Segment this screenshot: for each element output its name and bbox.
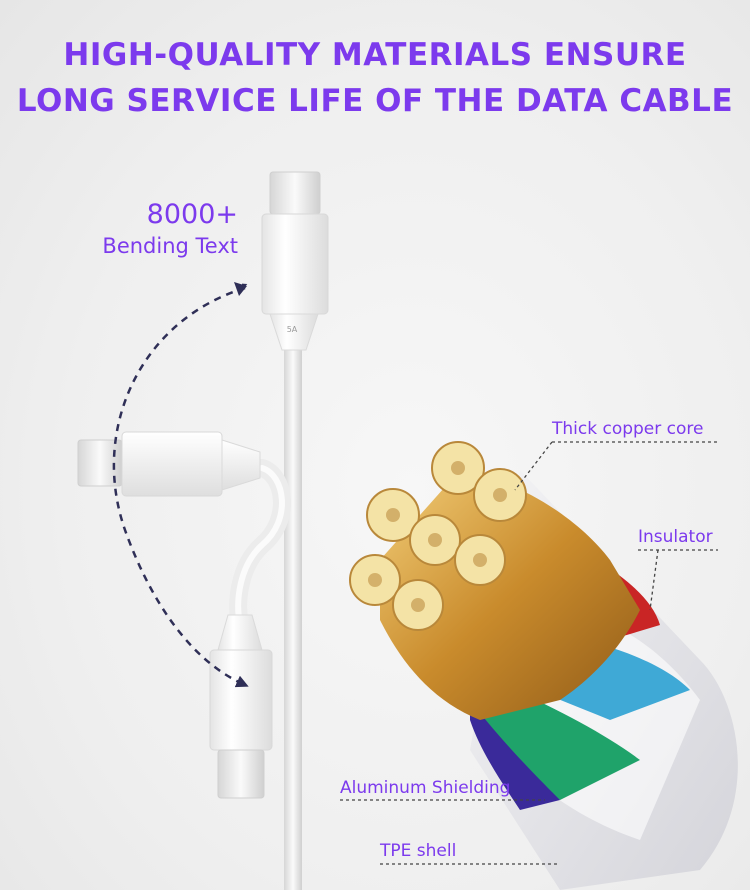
bottom-usb-c-connector	[209, 614, 273, 799]
insulator-purple	[470, 700, 560, 810]
insulator-callout-line	[638, 549, 718, 611]
headline-line-1: HIGH-QUALITY MATERIALS ENSURE	[63, 37, 687, 73]
tpe-shell-label: TPE shell	[380, 841, 457, 861]
arrow-head-top	[234, 282, 247, 296]
headline: HIGH-QUALITY MATERIALS ENSURE LONG SERVI…	[0, 32, 750, 124]
copper-core-label: Thick copper core	[552, 419, 704, 439]
headline-line-2: LONG SERVICE LIFE OF THE DATA CABLE	[16, 83, 734, 119]
middle-usb-c-connector	[77, 431, 261, 497]
copper-callout-line	[514, 441, 718, 491]
aluminum-shielding-label: Aluminum Shielding	[340, 778, 511, 798]
bending-label: Bending Text	[102, 234, 238, 258]
insulator-label: Insulator	[638, 527, 713, 547]
top-usb-c-connector: 5A	[261, 171, 329, 351]
main-cable	[284, 345, 302, 890]
top-connector-mark: 5A	[287, 325, 298, 334]
cable-cross-section	[349, 441, 738, 890]
bending-count: 8000+	[146, 199, 238, 230]
bending-stat: 8000+ Bending Text	[102, 198, 238, 260]
